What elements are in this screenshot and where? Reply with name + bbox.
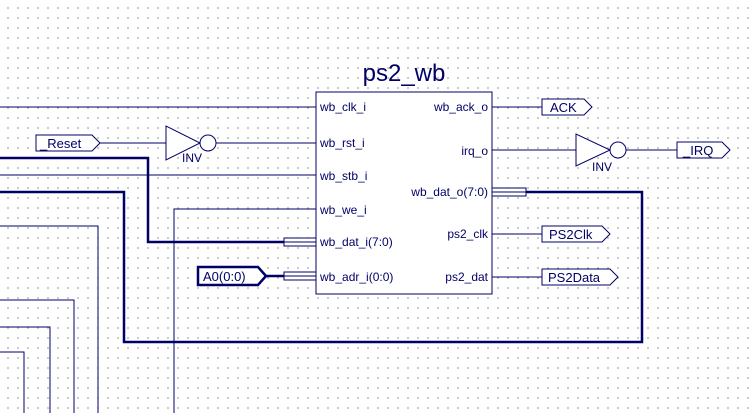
component-title: ps2_wb	[363, 60, 446, 87]
port-ps2clk-label: PS2Clk	[549, 227, 593, 242]
port-a0-label: A0(0:0)	[203, 269, 246, 284]
ps2-wb-block[interactable]: ps2_wb wb_clk_i wb_rst_i wb_stb_i wb_we_…	[283, 60, 527, 295]
bus-dat-out[interactable]	[0, 190, 644, 344]
pin-wb-rst-i: wb_rst_i	[319, 136, 365, 150]
inverter-irq-triangle	[575, 133, 612, 167]
pin-wb-dat-i: wb_dat_i(7:0)	[319, 235, 393, 249]
inverter-irq-label: INV	[592, 160, 612, 174]
port-ack-label: ACK	[550, 100, 577, 115]
port-ps2clk[interactable]: PS2Clk	[541, 225, 611, 243]
port-ack[interactable]: ACK	[541, 98, 593, 116]
bus-dat-in[interactable]	[0, 156, 284, 244]
port-a0[interactable]: A0(0:0)	[196, 265, 268, 287]
inverter-irq[interactable]: INV	[575, 133, 627, 174]
inverter-irq-bubble	[609, 141, 627, 159]
pin-wb-clk-i: wb_clk_i	[319, 100, 366, 114]
wire-left-4[interactable]	[0, 351, 25, 413]
inverter-reset-triangle	[165, 125, 202, 161]
port-reset-label: _Reset	[39, 136, 82, 151]
inverter-reset-bubble	[199, 134, 217, 152]
pin-wb-adr-i: wb_adr_i(0:0)	[319, 270, 393, 284]
pin-wb-we-i: wb_we_i	[319, 203, 367, 217]
pin-wb-stb-i: wb_stb_i	[319, 169, 367, 183]
pin-wb-dat-o: wb_dat_o(7:0)	[410, 185, 488, 199]
port-irq[interactable]: _IRQ	[676, 141, 731, 159]
pin-ps2-clk: ps2_clk	[447, 227, 489, 241]
port-ps2data-label: PS2Data	[548, 270, 601, 285]
port-ps2data[interactable]: PS2Data	[541, 268, 619, 286]
pin-irq-o: irq_o	[461, 144, 488, 158]
port-irq-label: _IRQ	[682, 143, 713, 158]
wire-left-1[interactable]	[0, 225, 99, 413]
port-reset[interactable]: _Reset	[35, 134, 101, 152]
wire-left-3[interactable]	[0, 326, 51, 413]
wires	[0, 106, 677, 413]
inverter-reset-label: INV	[182, 151, 202, 165]
pin-ps2-dat: ps2_dat	[445, 270, 488, 284]
ps2-wb-body[interactable]	[315, 91, 493, 295]
wire-left-2[interactable]	[0, 299, 75, 413]
wire-we[interactable]	[173, 208, 316, 413]
inverter-reset[interactable]: INV	[165, 125, 217, 165]
pin-wb-ack-o: wb_ack_o	[433, 100, 488, 114]
